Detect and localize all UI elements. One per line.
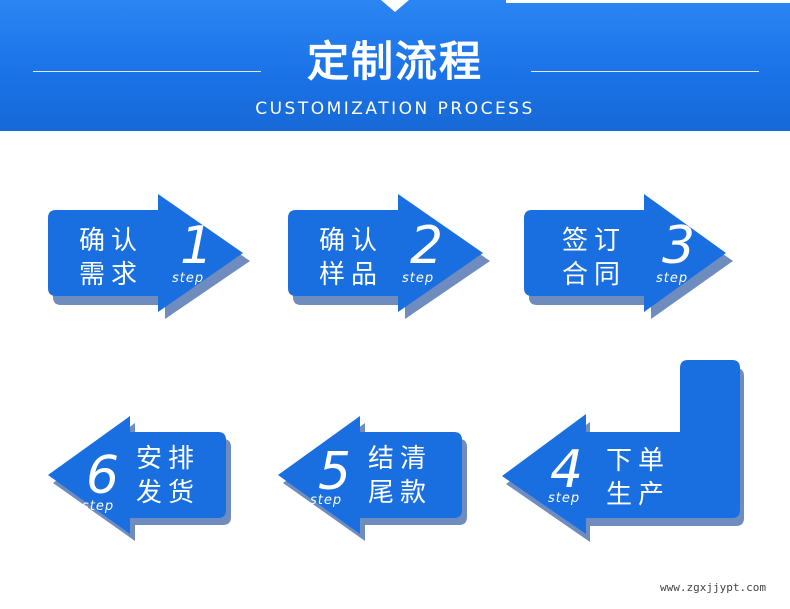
step-5-number: 5 — [318, 442, 352, 502]
step-3-arrow: 签订 合同 3 step — [522, 194, 782, 374]
step-1-label: 确认 需求 — [79, 226, 144, 290]
step-6-number: 6 — [86, 446, 120, 506]
top-stripe — [506, 0, 790, 3]
step-1-word: step — [172, 271, 205, 286]
step-2-label: 确认 样品 — [319, 226, 384, 290]
step-3-shape — [524, 194, 733, 319]
step-5-shape — [278, 416, 467, 541]
step-6-arrow: 6 step 安排 发货 — [46, 416, 306, 596]
page-subtitle: CUSTOMIZATION PROCESS — [255, 99, 535, 119]
step-6-shape — [48, 416, 231, 541]
step-4-shape — [502, 360, 744, 542]
step-3-word: step — [656, 271, 689, 286]
step-6-label: 安排 发货 — [136, 444, 201, 508]
step-4-arrow: 4 step 下单 生产 — [500, 356, 750, 546]
step-5-word: step — [310, 493, 343, 508]
step-4-word: step — [548, 491, 581, 506]
step-1-arrow: 确认 需求 1 step — [46, 194, 306, 374]
step-4-label: 下单 生产 — [606, 446, 671, 510]
step-2-number: 2 — [410, 216, 444, 276]
step-1-number: 1 — [180, 216, 214, 276]
banner-notch — [381, 0, 409, 12]
page-title: 定制流程 — [306, 37, 483, 86]
title-line-left — [33, 71, 261, 72]
step-2-shape — [288, 194, 490, 319]
step-6-word: step — [82, 499, 115, 514]
step-4-number: 4 — [550, 440, 584, 500]
step-1-shape — [48, 194, 250, 319]
footer-watermark: www.zgxjjypt.com — [660, 581, 766, 594]
header-banner: 定制流程 CUSTOMIZATION PROCESS — [0, 0, 790, 131]
step-3-label: 签订 合同 — [562, 226, 627, 290]
step-5-label: 结清 尾款 — [368, 444, 433, 508]
title-line-right — [531, 71, 759, 72]
step-3-number: 3 — [662, 216, 696, 276]
step-5-arrow: 5 step 结清 尾款 — [276, 416, 536, 596]
step-2-arrow: 确认 样品 2 step — [286, 194, 546, 374]
step-2-word: step — [402, 271, 435, 286]
